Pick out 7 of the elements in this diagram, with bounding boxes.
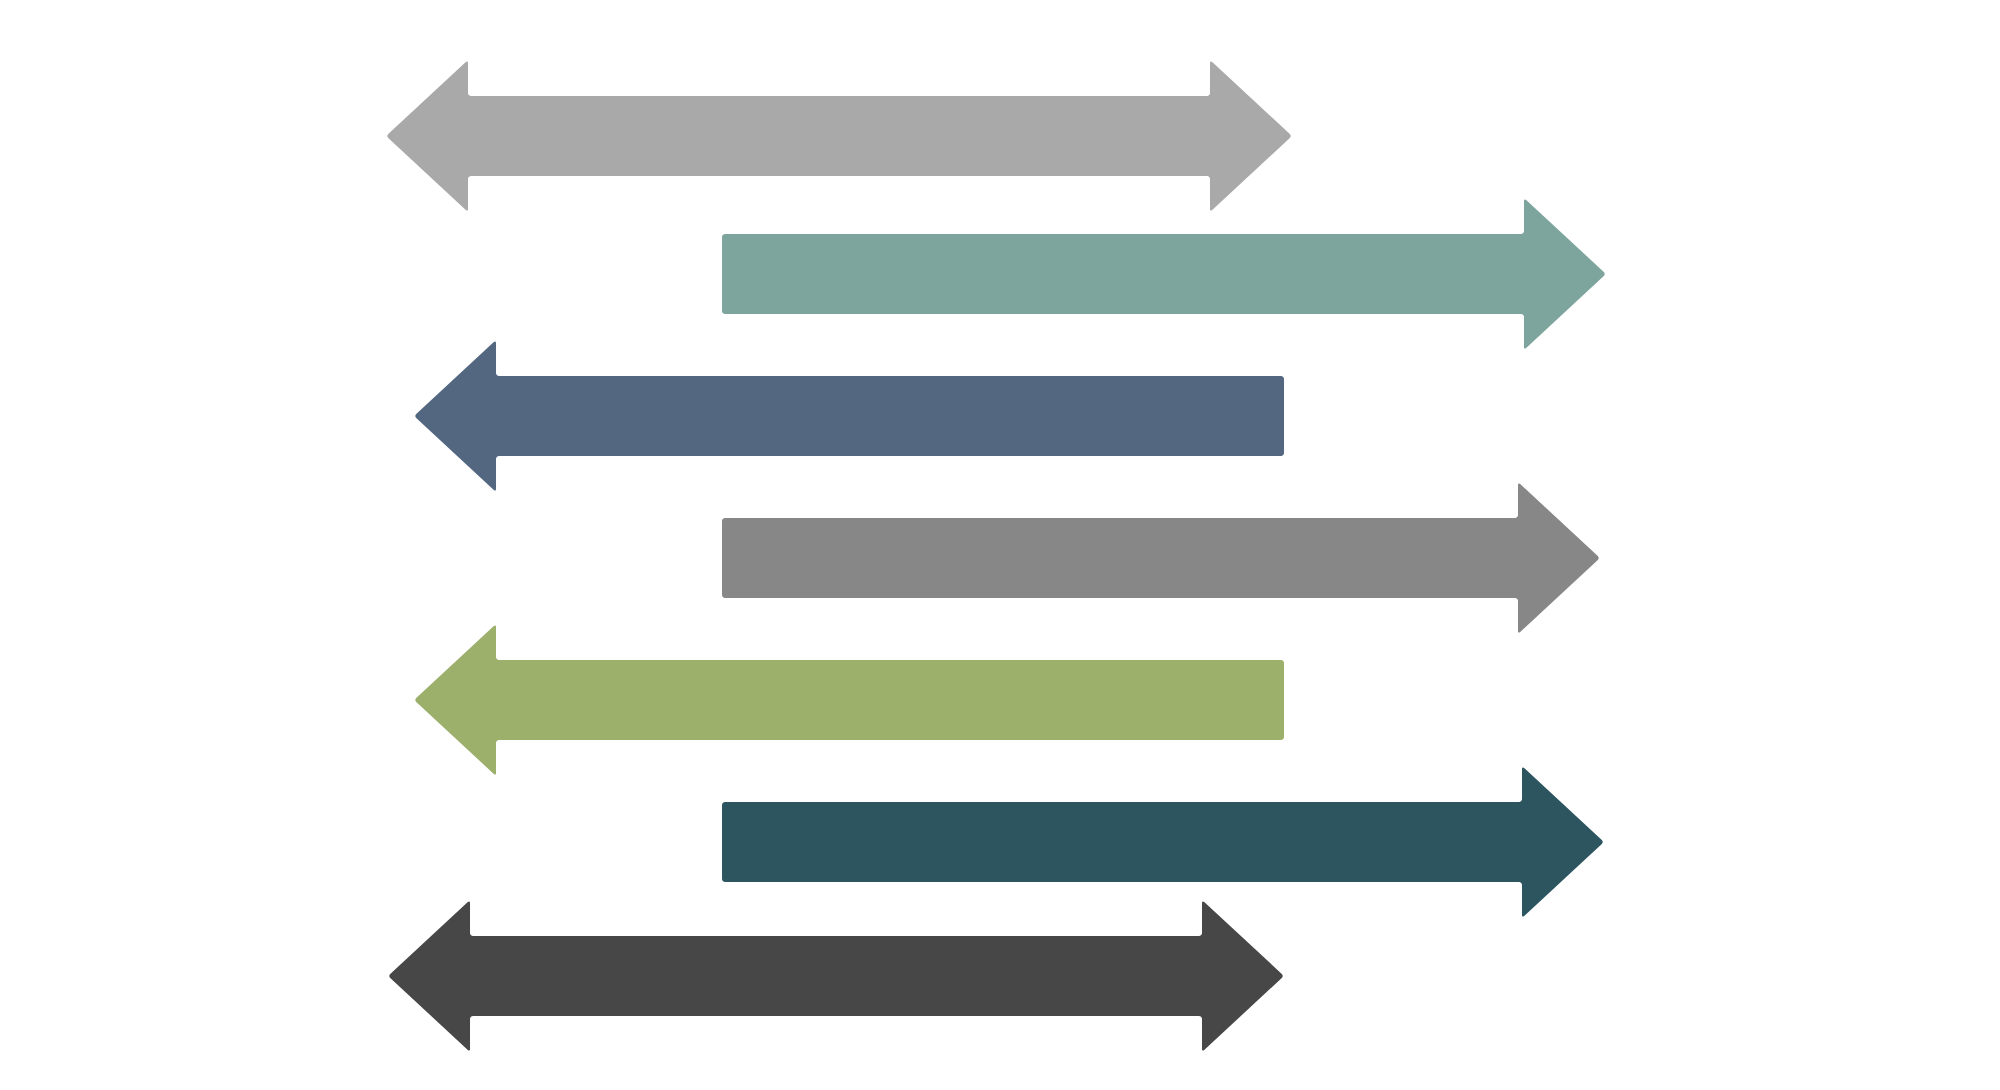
pointer-bar <box>415 625 1284 775</box>
double-headed-arrow <box>387 61 1291 211</box>
double-headed-arrow <box>389 901 1283 1051</box>
pointer-bar <box>722 767 1603 917</box>
pointer-bar <box>722 483 1599 633</box>
pointer-bar <box>722 199 1605 349</box>
pointer-bar <box>415 341 1284 491</box>
